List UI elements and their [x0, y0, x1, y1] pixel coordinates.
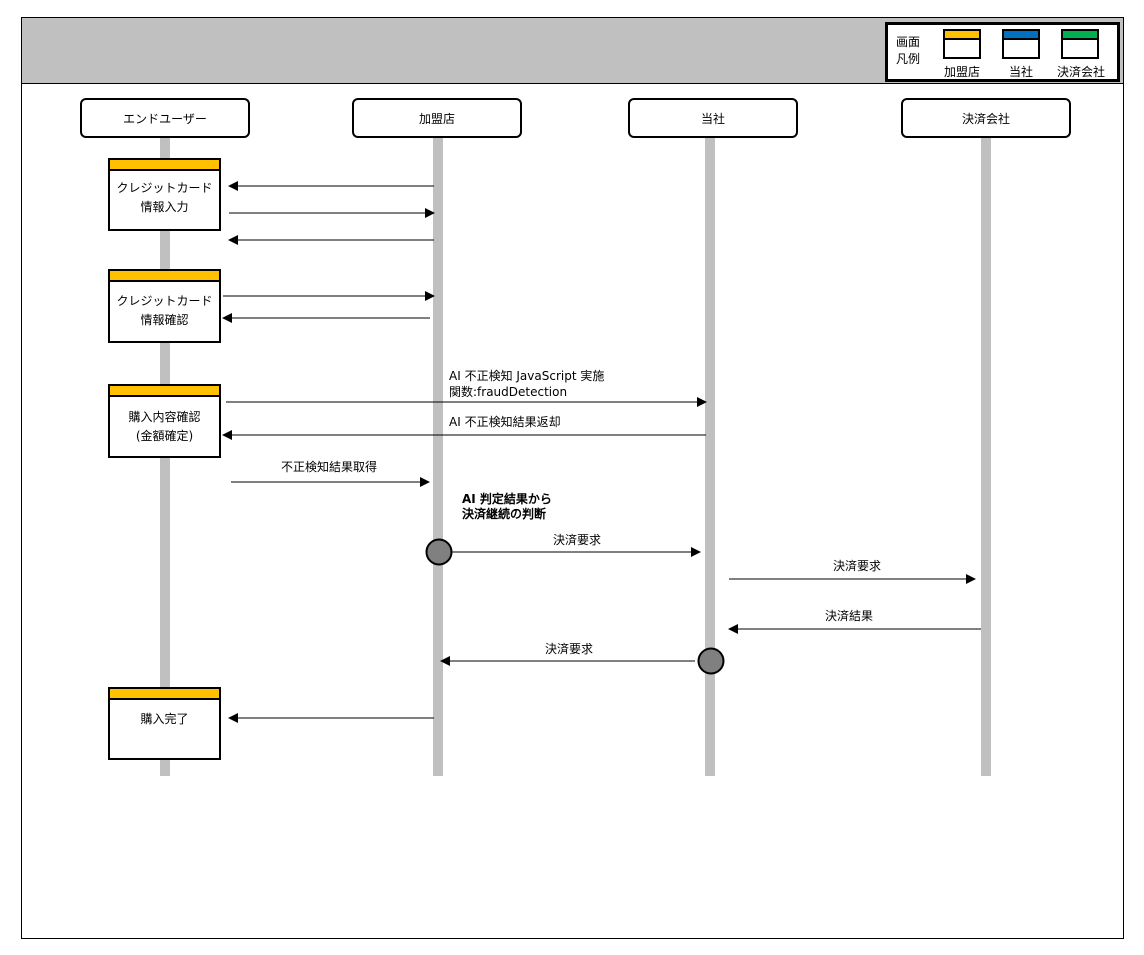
screen-legend: 画面 凡例 加盟店 当社 決済会社 [885, 22, 1120, 82]
legend-label-merchant: 加盟店 [943, 65, 980, 79]
screen-purchase-complete: 購入完了 [108, 687, 221, 760]
legend-swatch-merchant [943, 29, 981, 59]
message-label-8: 不正検知結果取得 [281, 460, 378, 474]
screen-purchase-confirm-bar [110, 386, 219, 397]
screen-card-input-label: クレジットカード 情報入力 [116, 181, 213, 214]
actor-payment-company: 決済会社 [901, 98, 1071, 138]
actor-company: 当社 [628, 98, 798, 138]
legend-swatch-payment-bar [1063, 31, 1097, 40]
lifeline-merchant [433, 138, 443, 776]
screen-card-input-bar [110, 160, 219, 171]
actor-end-user: エンドユーザー [80, 98, 250, 138]
message-label-6: AI 不正検知 JavaScript 実施 関数:fraudDetection [449, 369, 605, 399]
lifeline-company [705, 138, 715, 776]
screen-purchase-confirm-label: 購入内容確認 (金額確定) [128, 410, 201, 443]
legend-label-payment: 決済会社 [1056, 65, 1105, 79]
decision-point-merchant [425, 538, 453, 566]
screen-purchase-complete-bar [110, 689, 219, 700]
message-label-11: 決済結果 [825, 609, 874, 623]
message-label-12: 決済要求 [545, 642, 594, 656]
message-label-7: AI 不正検知結果返却 [449, 415, 561, 429]
diagram-frame [21, 17, 1124, 939]
legend-swatch-payment [1061, 29, 1099, 59]
legend-swatch-company [1002, 29, 1040, 59]
legend-swatch-company-bar [1004, 31, 1038, 40]
screen-purchase-complete-label: 購入完了 [140, 712, 189, 726]
message-label-9: 決済要求 [553, 533, 602, 547]
legend-title: 画面 凡例 [896, 35, 921, 66]
decision-note: AI 判定結果から 決済継続の判断 [462, 492, 552, 521]
actor-merchant: 加盟店 [352, 98, 522, 138]
decision-point-company [697, 647, 725, 675]
lifeline-payment-company [981, 138, 991, 776]
screen-purchase-confirm: 購入内容確認 (金額確定) [108, 384, 221, 458]
screen-card-input: クレジットカード 情報入力 [108, 158, 221, 231]
screen-card-confirm-label: クレジットカード 情報確認 [116, 294, 213, 327]
legend-label-company: 当社 [1008, 65, 1033, 79]
screen-card-confirm: クレジットカード 情報確認 [108, 269, 221, 343]
legend-swatch-merchant-bar [945, 31, 979, 40]
message-label-10: 決済要求 [833, 559, 882, 573]
screen-card-confirm-bar [110, 271, 219, 282]
